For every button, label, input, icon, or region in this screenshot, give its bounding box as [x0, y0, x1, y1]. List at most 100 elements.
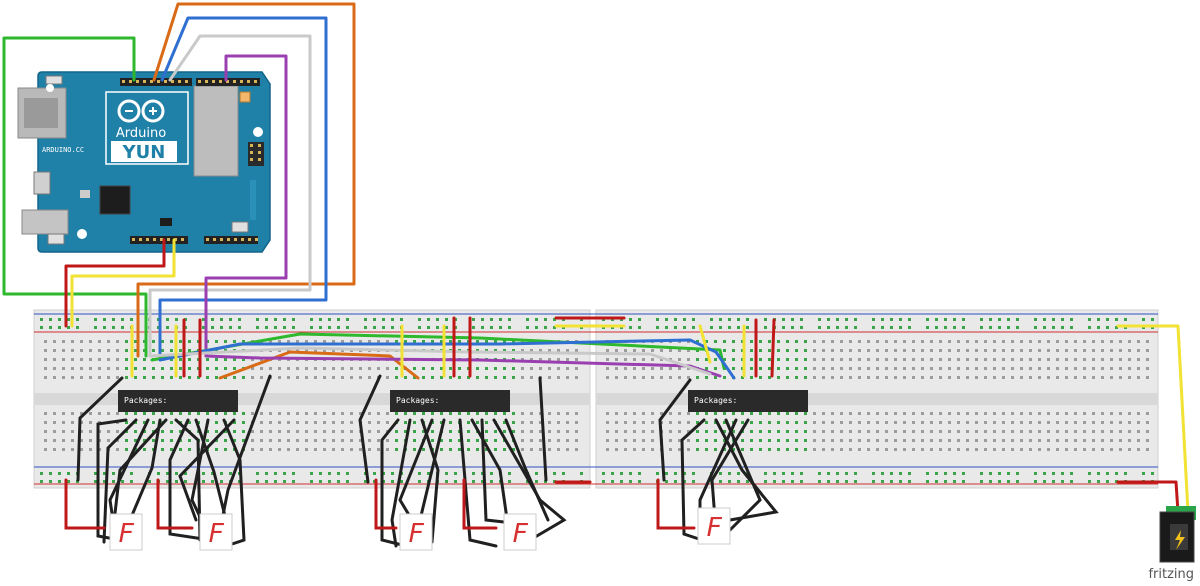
header-pin: [157, 80, 160, 83]
breadboard-hole: [944, 318, 947, 321]
breadboard-hole: [472, 480, 475, 483]
breadboard-hole: [224, 448, 227, 451]
breadboard-hole: [948, 448, 951, 451]
breadboard-hole: [233, 421, 236, 424]
breadboard-hole: [890, 480, 893, 483]
breadboard-hole: [750, 349, 753, 352]
breadboard-hole: [278, 439, 281, 442]
breadboard-hole: [71, 358, 74, 361]
breadboard-hole: [993, 358, 996, 361]
breadboard-hole: [786, 349, 789, 352]
breadboard-hole: [1002, 430, 1005, 433]
breadboard-hole: [539, 358, 542, 361]
breadboard-hole: [40, 326, 43, 329]
breadboard-hole: [166, 480, 169, 483]
breadboard-hole: [1115, 480, 1118, 483]
breadboard-hole: [678, 349, 681, 352]
breadboard-hole: [481, 326, 484, 329]
breadboard-hole: [89, 349, 92, 352]
breadboard-hole: [903, 430, 906, 433]
breadboard-hole: [926, 480, 929, 483]
breadboard-hole: [831, 358, 834, 361]
breadboard-hole: [813, 448, 816, 451]
breadboard-hole: [642, 412, 645, 415]
breadboard-hole: [908, 326, 911, 329]
breadboard-hole: [557, 430, 560, 433]
breadboard-hole: [723, 358, 726, 361]
wire-yellow-jack: [1116, 324, 1190, 514]
breadboard-hole: [858, 439, 861, 442]
breadboard-hole: [1007, 318, 1010, 321]
breadboard-hole: [944, 326, 947, 329]
breadboard-hole: [152, 367, 155, 370]
breadboard-hole: [894, 412, 897, 415]
breadboard-hole: [566, 430, 569, 433]
breadboard-hole: [674, 326, 677, 329]
breadboard-hole: [494, 367, 497, 370]
breadboard-hole: [768, 367, 771, 370]
breadboard-hole: [872, 318, 875, 321]
breadboard-hole: [737, 480, 740, 483]
breadboard-hole: [849, 367, 852, 370]
breadboard-hole: [732, 358, 735, 361]
wire-blue: [158, 16, 328, 358]
breadboard-hole: [485, 376, 488, 379]
breadboard-hole: [76, 318, 79, 321]
breadboard-hole: [849, 358, 852, 361]
breadboard-hole: [795, 439, 798, 442]
breadboard-hole: [224, 430, 227, 433]
breadboard-hole: [305, 349, 308, 352]
breadboard-hole: [1142, 472, 1145, 475]
breadboard-hole: [912, 430, 915, 433]
breadboard-hole: [269, 448, 272, 451]
breadboard-hole: [211, 326, 214, 329]
breadboard-hole: [175, 318, 178, 321]
breadboard-hole: [782, 326, 785, 329]
breadboard-hole: [341, 421, 344, 424]
breadboard-hole: [89, 340, 92, 343]
wire-black: [174, 418, 202, 542]
breadboard-hole: [341, 376, 344, 379]
breadboard-hole: [921, 439, 924, 442]
breadboard-hole: [521, 439, 524, 442]
breadboard-hole: [1070, 326, 1073, 329]
breadboard-hole: [818, 472, 821, 475]
breadboard-hole: [107, 439, 110, 442]
breadboard-hole: [989, 318, 992, 321]
breadboard-hole: [256, 480, 259, 483]
breadboard-hole: [71, 376, 74, 379]
breadboard-hole: [305, 367, 308, 370]
breadboard-hole: [903, 439, 906, 442]
breadboard-hole: [912, 448, 915, 451]
breadboard-hole: [116, 376, 119, 379]
breadboard-hole: [242, 340, 245, 343]
breadboard-hole: [791, 472, 794, 475]
breadboard-hole: [346, 480, 349, 483]
breadboard-hole: [274, 472, 277, 475]
breadboard-hole: [840, 367, 843, 370]
breadboard-hole: [503, 349, 506, 352]
breadboard-hole: [494, 430, 497, 433]
breadboard-hole: [197, 421, 200, 424]
breadboard-hole: [687, 430, 690, 433]
breadboard-hole: [188, 412, 191, 415]
breadboard-hole: [503, 421, 506, 424]
breadboard-hole: [337, 472, 340, 475]
breadboard-hole: [418, 318, 421, 321]
status-led: [239, 91, 251, 103]
breadboard-hole: [777, 340, 780, 343]
breadboard-hole: [930, 367, 933, 370]
breadboard-hole: [705, 412, 708, 415]
breadboard-hole: [287, 340, 290, 343]
wire-black: [538, 376, 548, 482]
breadboard-hole: [80, 367, 83, 370]
breadboard-hole: [260, 376, 263, 379]
breadboard-hole: [674, 318, 677, 321]
breadboard-hole: [849, 376, 852, 379]
breadboard-hole: [759, 340, 762, 343]
breadboard-hole: [1038, 439, 1041, 442]
breadboard-hole: [1088, 326, 1091, 329]
breadboard-hole: [750, 430, 753, 433]
small-chip: [160, 218, 172, 226]
breadboard-hole: [62, 412, 65, 415]
